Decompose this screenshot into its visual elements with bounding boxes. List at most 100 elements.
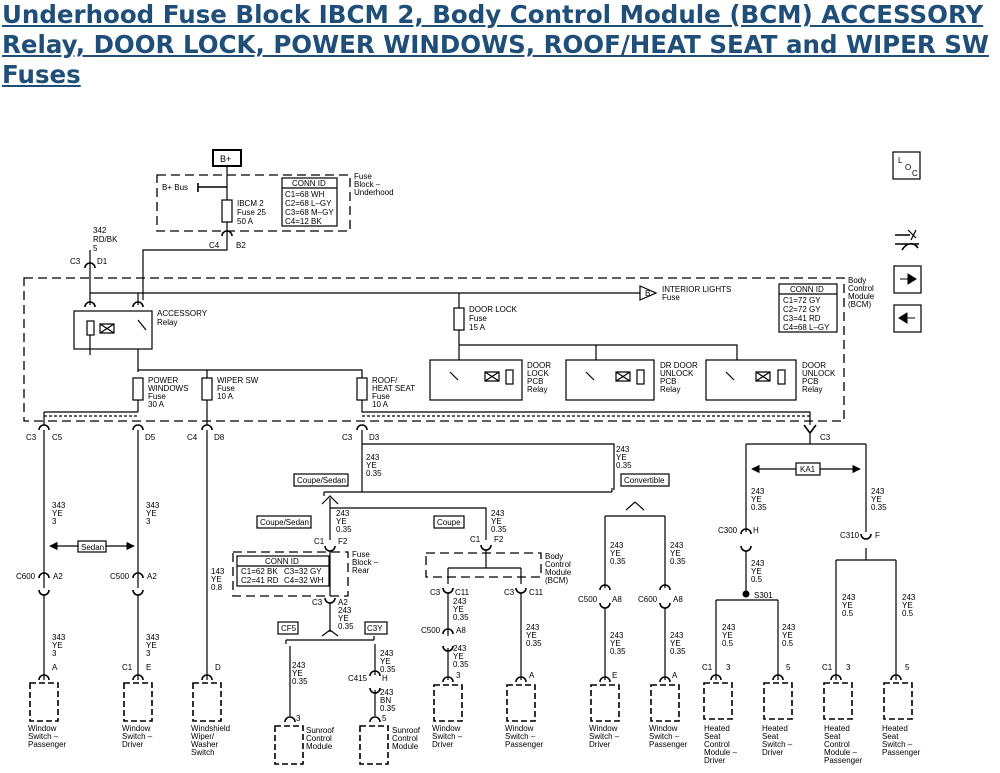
svg-text:Module –: Module – xyxy=(704,748,737,757)
svg-text:(BCM): (BCM) xyxy=(545,576,568,585)
svg-text:243: 243 xyxy=(292,661,306,670)
svg-text:Control: Control xyxy=(824,740,850,749)
window-switch-driver-coupe xyxy=(433,684,463,722)
svg-text:C5: C5 xyxy=(52,433,63,442)
svg-text:E: E xyxy=(146,663,151,672)
svg-text:POWER: POWER xyxy=(148,376,178,385)
b-plus-label: B+ xyxy=(220,154,231,164)
svg-text:C4=32 WH: C4=32 WH xyxy=(284,576,324,585)
svg-text:C3Y: C3Y xyxy=(367,624,383,633)
svg-text:Driver: Driver xyxy=(432,740,454,749)
svg-text:BN: BN xyxy=(380,696,391,705)
svg-text:Fuse: Fuse xyxy=(662,293,680,302)
heated-seat-switch-passenger xyxy=(883,682,913,720)
svg-text:Switch –: Switch – xyxy=(28,732,59,741)
previous-arrow-icon[interactable] xyxy=(893,304,922,333)
svg-text:Seat: Seat xyxy=(824,732,841,741)
svg-text:YE: YE xyxy=(610,549,621,558)
svg-text:Rear: Rear xyxy=(352,566,370,575)
svg-text:YE: YE xyxy=(526,631,537,640)
next-arrow-icon[interactable] xyxy=(893,265,922,294)
svg-text:Passenger: Passenger xyxy=(28,740,67,749)
svg-text:S301: S301 xyxy=(754,591,773,600)
svg-text:C1=62 BK: C1=62 BK xyxy=(241,567,278,576)
svg-text:O: O xyxy=(905,163,911,172)
svg-text:243: 243 xyxy=(751,559,765,568)
svg-text:15 A: 15 A xyxy=(469,323,486,332)
svg-text:PCB: PCB xyxy=(802,377,818,386)
door-unlock-relay: DOOR UNLOCK PCB Relay xyxy=(705,359,836,401)
svg-text:343: 343 xyxy=(146,633,160,642)
svg-text:YE: YE xyxy=(610,639,621,648)
svg-text:YE: YE xyxy=(453,652,464,661)
heated-seat-module-passenger xyxy=(823,682,853,720)
svg-text:0.35: 0.35 xyxy=(871,503,887,512)
svg-text:DOOR LOCK: DOOR LOCK xyxy=(469,305,518,314)
svg-text:Control: Control xyxy=(306,734,332,743)
svg-text:243: 243 xyxy=(491,509,505,518)
svg-text:Switch –: Switch – xyxy=(762,740,793,749)
svg-text:F: F xyxy=(875,531,880,540)
svg-text:C500: C500 xyxy=(578,595,598,604)
svg-text:243: 243 xyxy=(610,541,624,550)
svg-text:C4=68 L–GY: C4=68 L–GY xyxy=(783,323,830,332)
diagnostic-icon[interactable] xyxy=(895,229,919,251)
svg-text:Sunroof: Sunroof xyxy=(306,726,335,735)
svg-text:Module: Module xyxy=(392,742,419,751)
svg-text:WINDOWS: WINDOWS xyxy=(148,384,188,393)
svg-text:YE: YE xyxy=(751,495,762,504)
svg-text:H: H xyxy=(753,526,759,535)
svg-text:C2=41 RD: C2=41 RD xyxy=(241,576,279,585)
svg-text:YE: YE xyxy=(722,631,733,640)
svg-text:3: 3 xyxy=(296,714,301,723)
svg-text:243: 243 xyxy=(902,593,916,602)
svg-text:0.35: 0.35 xyxy=(616,461,632,470)
svg-text:Fuse: Fuse xyxy=(217,384,235,393)
svg-text:5: 5 xyxy=(905,663,910,672)
svg-text:C3: C3 xyxy=(70,257,81,266)
svg-text:C1: C1 xyxy=(822,663,833,672)
svg-text:C3: C3 xyxy=(26,433,37,442)
svg-text:Heated: Heated xyxy=(824,724,850,733)
svg-text:Relay: Relay xyxy=(660,385,680,394)
sunroof-control-module-2 xyxy=(359,725,389,765)
svg-text:L: L xyxy=(898,156,903,165)
svg-text:0.35: 0.35 xyxy=(453,660,469,669)
svg-text:Heated: Heated xyxy=(762,724,788,733)
svg-text:Underhood: Underhood xyxy=(354,188,394,197)
svg-text:DR DOOR: DR DOOR xyxy=(660,361,698,370)
svg-text:10 A: 10 A xyxy=(372,400,389,409)
svg-text:C1: C1 xyxy=(314,537,325,546)
loc-icon[interactable]: LOC xyxy=(892,151,921,180)
svg-text:343: 343 xyxy=(52,633,66,642)
bcm-conn-id: CONN ID C1=72 GY C2=72 GY C3=41 RD C4=68… xyxy=(778,283,838,333)
svg-text:(BCM): (BCM) xyxy=(848,300,871,309)
svg-text:3: 3 xyxy=(52,649,57,658)
svg-text:Switch: Switch xyxy=(191,748,215,757)
svg-text:YE: YE xyxy=(380,657,391,666)
svg-text:C3=32 GY: C3=32 GY xyxy=(284,567,322,576)
svg-text:0.35: 0.35 xyxy=(610,557,626,566)
svg-text:Sedan: Sedan xyxy=(81,543,104,552)
svg-text:Sunroof: Sunroof xyxy=(392,726,421,735)
svg-text:DOOR: DOOR xyxy=(527,361,551,370)
svg-text:Wiper/: Wiper/ xyxy=(191,732,215,741)
svg-text:0.35: 0.35 xyxy=(336,525,352,534)
svg-text:Switch –: Switch – xyxy=(882,740,913,749)
svg-text:C11: C11 xyxy=(455,588,470,597)
svg-text:243: 243 xyxy=(751,487,765,496)
svg-text:243: 243 xyxy=(842,593,856,602)
svg-text:243: 243 xyxy=(782,623,796,632)
svg-text:0.35: 0.35 xyxy=(380,665,396,674)
svg-text:C4: C4 xyxy=(187,433,198,442)
svg-text:YE: YE xyxy=(782,631,793,640)
door-lock-relay: DOOR LOCK PCB Relay xyxy=(429,359,551,401)
svg-text:0.35: 0.35 xyxy=(338,622,354,631)
svg-text:YE: YE xyxy=(491,517,502,526)
svg-text:3: 3 xyxy=(146,649,151,658)
heated-seat-module-driver xyxy=(703,682,733,720)
svg-text:Passenger: Passenger xyxy=(505,740,544,749)
svg-text:0.35: 0.35 xyxy=(610,647,626,656)
svg-text:Fuse 25: Fuse 25 xyxy=(237,208,266,217)
svg-text:Window: Window xyxy=(505,724,534,733)
